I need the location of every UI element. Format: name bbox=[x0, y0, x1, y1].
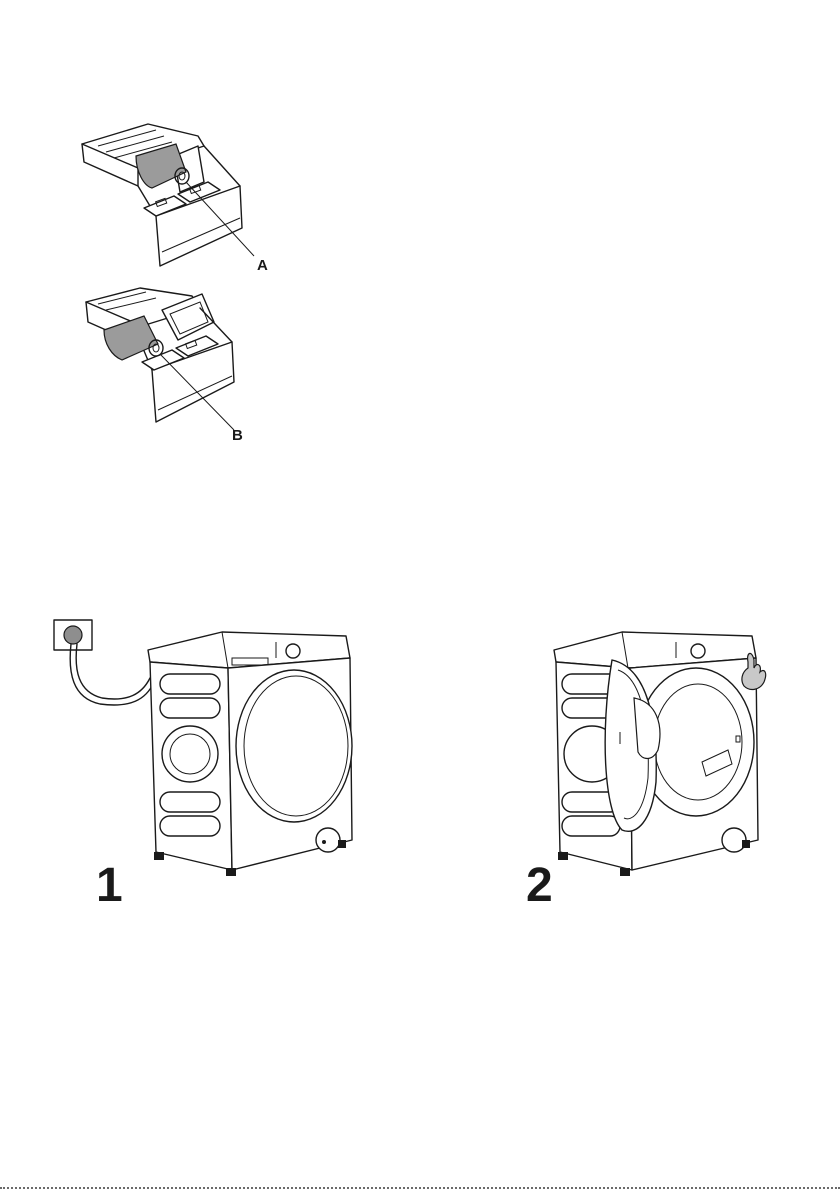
page-bottom-edge bbox=[0, 1187, 840, 1189]
washing-machine-plugged-in bbox=[50, 612, 360, 882]
callout-label-a: A bbox=[257, 258, 268, 273]
step-number-1: 1 bbox=[96, 862, 123, 910]
callout-label-b: B bbox=[232, 428, 243, 443]
washing-machine-door-open bbox=[552, 612, 798, 882]
step-number-2: 2 bbox=[526, 862, 553, 910]
detergent-drawer-b bbox=[82, 282, 292, 442]
